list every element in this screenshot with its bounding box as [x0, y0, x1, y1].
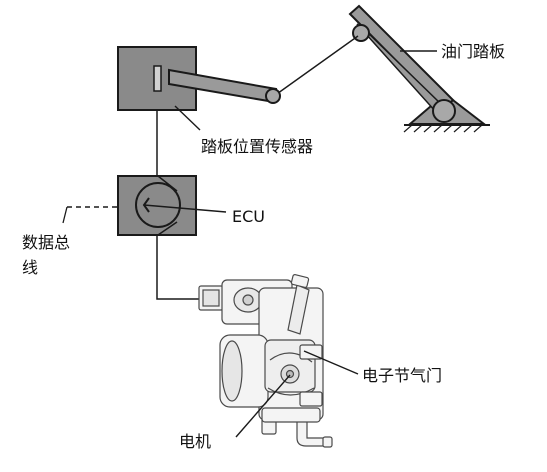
throttle-pedal	[348, 4, 490, 133]
sensor-leader-line	[174, 105, 201, 131]
motor-leader-line	[235, 374, 291, 438]
ecu-notch-bottom	[157, 221, 178, 236]
pedal-arm	[348, 4, 455, 111]
pedal-lever	[356, 23, 445, 114]
pedal-link-rod	[273, 35, 359, 97]
ecu-leader-line	[143, 204, 227, 213]
pedal-ground-hatch	[403, 124, 483, 133]
sensor-arm-pivot	[265, 88, 281, 104]
label-motor: 电机	[179, 432, 211, 451]
label-ecu: ECU	[232, 207, 265, 226]
label-throttle-pedal: 油门踏板	[441, 42, 505, 61]
label-data-bus-line1: 数据总	[22, 233, 70, 252]
electronic-throttle-body	[198, 274, 333, 448]
pedal-position-sensor	[117, 46, 281, 111]
label-electronic-throttle: 电子节气门	[362, 366, 442, 385]
label-data-bus-line2: 线	[22, 258, 38, 277]
ecu-to-throttle-wire	[156, 235, 200, 300]
pedal-base-pivot	[432, 99, 456, 123]
label-pedal-position-sensor: 踏板位置传感器	[201, 137, 313, 156]
data-bus-leader-line	[62, 206, 68, 224]
ecu-circle	[135, 182, 181, 228]
ecu	[117, 175, 197, 236]
throttle-leader-line	[303, 350, 359, 375]
sensor-mount-slot	[153, 65, 162, 92]
throttle-nozzle	[287, 284, 310, 335]
throttle-hose	[296, 419, 327, 447]
